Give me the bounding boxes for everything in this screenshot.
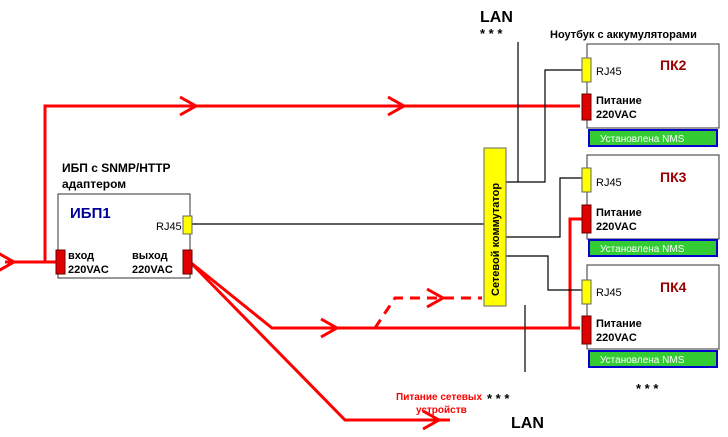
ups-block: ИБП с SNMP/HTTP адаптером ИБП1 RJ45 вход… xyxy=(55,161,193,279)
pc3-power-voltage: 220VAC xyxy=(596,221,637,233)
switch-label: Сетевой коммутатор xyxy=(490,183,502,296)
ups-caption-line1: ИБП с SNMP/HTTP xyxy=(62,161,171,175)
pc2-box xyxy=(586,43,720,129)
ups-rj45-port xyxy=(182,215,193,235)
pc4-power-connector xyxy=(581,315,592,345)
network-power-line2: устройств xyxy=(416,405,467,416)
power-pc3-riser xyxy=(568,217,582,328)
switch-box xyxy=(483,147,507,307)
arrow-network xyxy=(422,409,443,431)
ups-output-label: выход xyxy=(132,250,168,262)
pc2-power-label: Питание xyxy=(596,95,642,107)
pc3-rj45-label: RJ45 xyxy=(596,177,622,189)
network-power-line1: Питание сетевых xyxy=(396,392,482,403)
ups-output-voltage: 220VAC xyxy=(132,264,173,276)
power-network-line xyxy=(188,260,450,422)
pc2-rj45-port xyxy=(581,57,592,83)
pc3-nms-label: Установлена NMS xyxy=(600,244,685,255)
power-switch-dashed xyxy=(373,296,482,329)
pc4-rj45-port xyxy=(581,279,592,305)
switch-pc2-line xyxy=(506,69,582,183)
pc4-box xyxy=(586,264,720,350)
pc3-power-label: Питание xyxy=(596,207,642,219)
ups-box xyxy=(57,193,191,279)
laptop-caption: Ноутбук с аккумуляторами xyxy=(550,29,697,41)
pc4-nms-badge xyxy=(588,350,718,368)
pc4-nms-label: Установлена NMS xyxy=(600,355,685,366)
lan-bottom-stars: * * * xyxy=(487,391,510,406)
ups-rj45-label: RJ45 xyxy=(156,221,182,233)
power-arrows xyxy=(0,95,447,431)
pc3-power-connector xyxy=(581,204,592,234)
pc2-nms-badge xyxy=(588,129,718,147)
arrow-dashed xyxy=(426,287,447,309)
pc4-rj45-label: RJ45 xyxy=(596,287,622,299)
lan-top: LAN * * * xyxy=(480,9,513,41)
ups-output-connector xyxy=(182,249,193,275)
ups-name: ИБП1 xyxy=(70,205,111,222)
more-pcs-stars: * * * xyxy=(636,381,659,396)
arrow-bypass-2 xyxy=(387,95,408,117)
pc3-rj45-port xyxy=(581,167,592,193)
arrow-input xyxy=(0,252,18,272)
switch-pc3-line xyxy=(506,177,582,238)
pc4-power-voltage: 220VAC xyxy=(596,332,637,344)
pc2-block: ПК2 RJ45 Питание 220VAC Установлена NMS xyxy=(581,43,720,147)
network-lines xyxy=(192,42,582,372)
pc2-power-voltage: 220VAC xyxy=(596,109,637,121)
ups-input-label: вход xyxy=(68,250,94,262)
pc2-power-connector xyxy=(581,93,592,121)
arrow-output xyxy=(320,317,341,339)
ups-caption-line2: адаптером xyxy=(62,177,126,191)
pc2-nms-label: Установлена NMS xyxy=(600,134,685,145)
pc2-name: ПК2 xyxy=(660,57,687,73)
switch-pc4-line xyxy=(506,255,582,291)
pc4-name: ПК4 xyxy=(660,279,687,295)
pc2-rj45-label: RJ45 xyxy=(596,66,622,78)
ups-input-connector xyxy=(55,249,66,275)
pc3-name: ПК3 xyxy=(660,169,687,185)
arrow-bypass-1 xyxy=(179,95,200,117)
power-output-line xyxy=(189,260,580,330)
pc3-nms-badge xyxy=(588,239,718,257)
lan-top-stars: * * * xyxy=(480,26,503,41)
pc4-block: ПК4 RJ45 Питание 220VAC Установлена NMS xyxy=(581,264,720,368)
pc3-block: ПК3 RJ45 Питание 220VAC Установлена NMS xyxy=(581,154,720,257)
pc4-power-label: Питание xyxy=(596,318,642,330)
lan-bottom: * * * LAN xyxy=(487,391,544,432)
ups-input-voltage: 220VAC xyxy=(68,264,109,276)
network-switch: Сетевой коммутатор xyxy=(483,147,507,307)
lan-top-label: LAN xyxy=(480,9,513,26)
lan-bottom-label: LAN xyxy=(511,415,544,432)
